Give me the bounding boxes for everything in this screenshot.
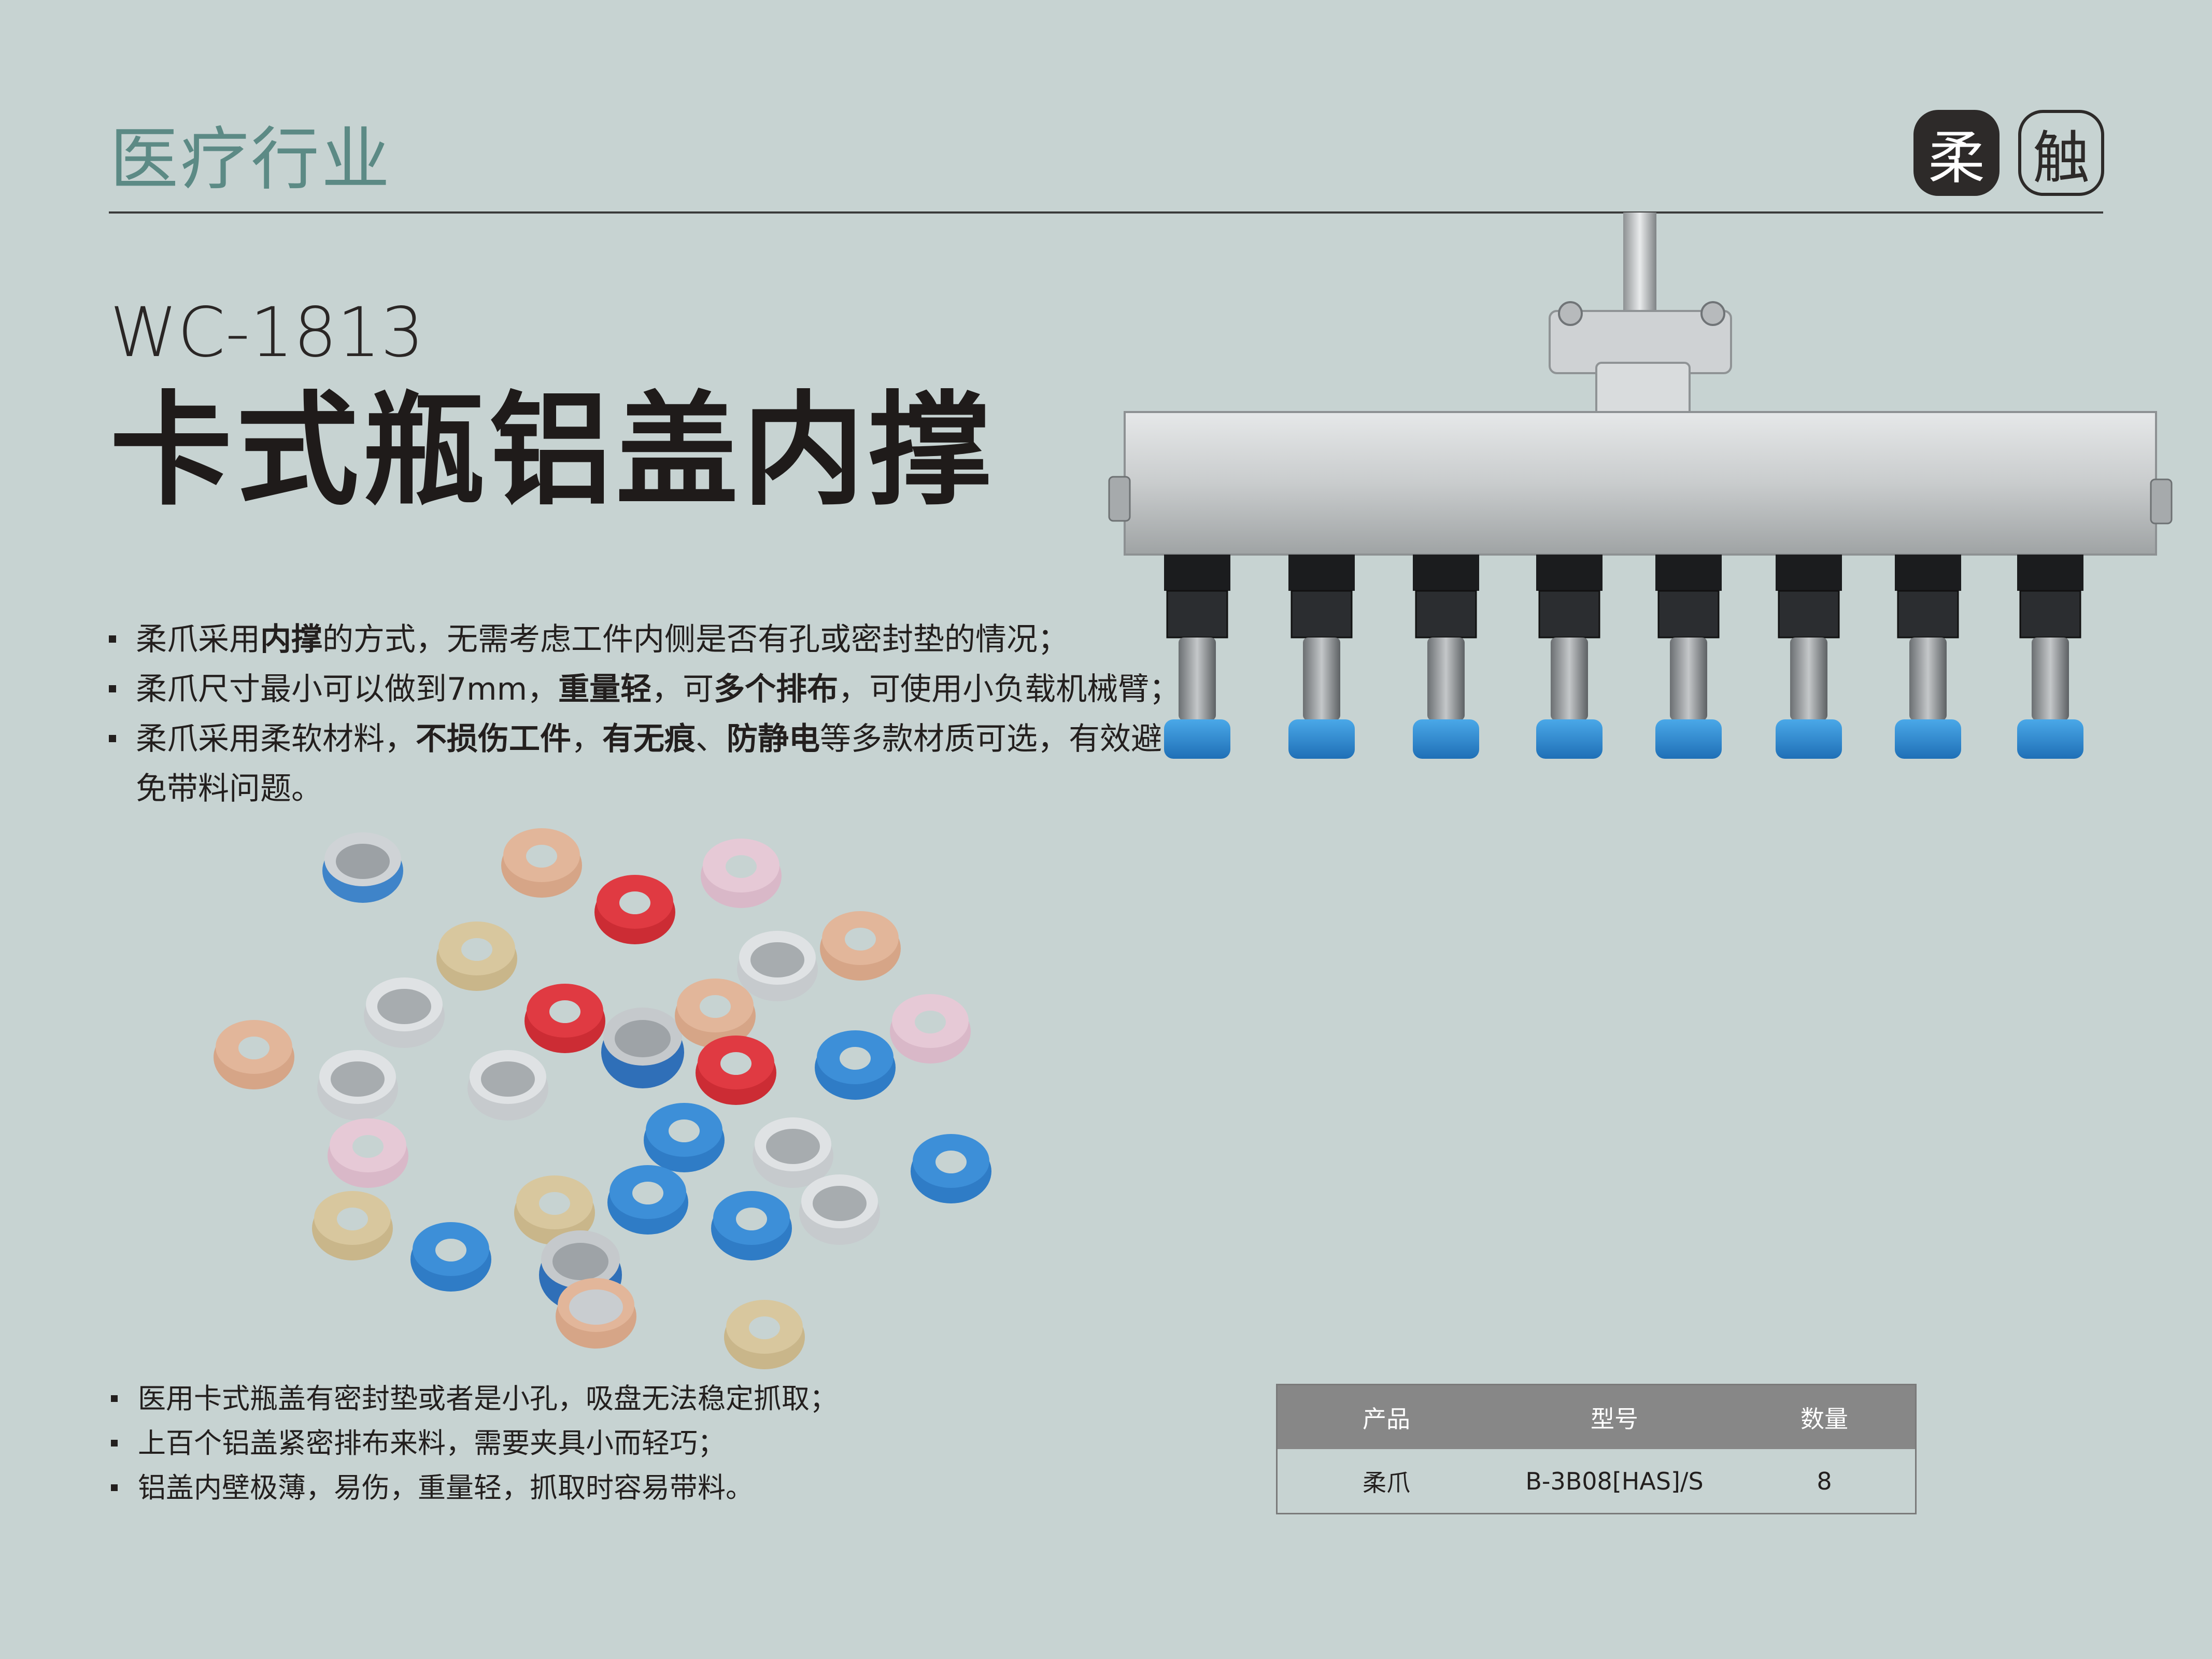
soft-finger: [1413, 555, 1479, 759]
aluminum-cap: [312, 1191, 393, 1260]
aluminum-cap: [214, 1020, 294, 1089]
mount-rod: [1623, 212, 1656, 311]
aluminum-cap: [675, 979, 756, 1048]
aluminum-cap: [737, 931, 818, 1001]
aluminum-cap: [696, 1036, 776, 1105]
aluminum-cap: [820, 911, 901, 981]
aluminum-cap: [594, 875, 675, 944]
cell-product: 柔爪: [1363, 1468, 1410, 1497]
aluminum-cap: [328, 1118, 408, 1188]
feature-list: 柔爪采用内撑的方式，无需考虑工件内侧是否有孔或密封垫的情况； 柔爪尺寸最小可以做…: [109, 615, 1187, 814]
feature-item: 柔爪采用柔软材料，不损伤工件，有无痕、防静电等多款材质可选，有效避免带料问题。: [109, 714, 1187, 814]
soft-finger: [1288, 555, 1355, 759]
soft-finger: [2017, 555, 2083, 759]
aluminum-cap: [322, 832, 403, 903]
aluminum-cap: [815, 1030, 896, 1100]
aluminum-cap: [514, 1175, 595, 1245]
manifold-bar: [1124, 411, 2157, 556]
header-model: 型号: [1591, 1405, 1638, 1433]
problem-item: 铝盖内壁极薄，易伤，重量轻，抓取时容易带料。: [111, 1466, 1147, 1510]
aluminum-cap: [410, 1222, 491, 1292]
table-row: 柔爪 B-3B08[HAS]/S 8: [1278, 1449, 1915, 1513]
feature-item: 柔爪采用内撑的方式，无需考虑工件内侧是否有孔或密封垫的情况；: [109, 615, 1187, 664]
problem-item: 医用卡式瓶盖有密封垫或者是小孔，吸盘无法稳定抓取；: [111, 1377, 1147, 1421]
soft-finger: [1776, 555, 1842, 759]
aluminum-cap: [317, 1050, 398, 1121]
soft-finger: [1895, 555, 1961, 759]
brand-logo-chu: 触: [2018, 110, 2104, 196]
spec-table-header: 产品 型号 数量: [1278, 1385, 1915, 1449]
aluminum-cap: [556, 1278, 636, 1349]
soft-finger: [1655, 555, 1722, 759]
feature-item: 柔爪尺寸最小可以做到7mm，重量轻，可多个排布，可使用小负载机械臂；: [109, 664, 1187, 714]
problem-item: 上百个铝盖紧密排布来料，需要夹具小而轻巧；: [111, 1421, 1147, 1466]
product-title: 卡式瓶铝盖内撑: [110, 379, 996, 522]
cell-model: B-3B08[HAS]/S: [1525, 1467, 1704, 1495]
cell-quantity: 8: [1817, 1467, 1832, 1495]
aluminum-cap: [467, 1050, 548, 1121]
aluminum-cap: [724, 1300, 805, 1369]
industry-heading: 医疗行业: [110, 120, 392, 200]
brand-logo-rou: 柔: [1913, 110, 2000, 196]
aluminum-cap: [701, 839, 782, 908]
aluminum-cap: [753, 1117, 833, 1188]
aluminum-caps-image: [214, 828, 991, 1369]
spec-table: 产品 型号 数量 柔爪 B-3B08[HAS]/S 8: [1276, 1384, 1917, 1514]
aluminum-cap: [607, 1165, 688, 1235]
problem-list: 医用卡式瓶盖有密封垫或者是小孔，吸盘无法稳定抓取； 上百个铝盖紧密排布来料，需要…: [111, 1377, 1147, 1510]
aluminum-cap: [799, 1174, 880, 1245]
gripper-product-image: [1108, 212, 2173, 759]
header-quantity: 数量: [1800, 1405, 1848, 1433]
header-divider: [109, 211, 2103, 214]
aluminum-cap: [436, 921, 517, 991]
soft-finger: [1536, 555, 1603, 759]
aluminum-cap: [711, 1191, 792, 1260]
aluminum-cap: [364, 977, 445, 1048]
soft-finger: [1164, 555, 1230, 759]
header-product: 产品: [1363, 1405, 1410, 1433]
aluminum-cap: [524, 984, 605, 1053]
aluminum-cap: [601, 1008, 684, 1088]
aluminum-cap: [890, 994, 971, 1064]
aluminum-cap: [644, 1103, 725, 1172]
model-number: WC-1813: [110, 293, 424, 373]
aluminum-cap: [501, 828, 582, 898]
aluminum-cap: [911, 1134, 991, 1203]
